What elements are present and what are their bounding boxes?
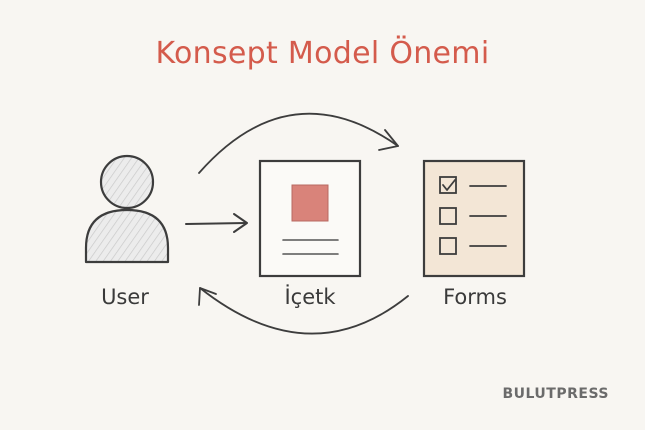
curved-arrow-top [198, 112, 399, 174]
checkbox-empty-icon [439, 207, 457, 225]
checkbox-empty-icon [439, 237, 457, 255]
content-document-icon [258, 159, 362, 278]
content-label: İçetk [284, 285, 336, 309]
checkbox-checked-icon [439, 176, 457, 194]
diagram-title: Konsept Model Önemi [155, 36, 490, 71]
forms-label: Forms [443, 285, 507, 309]
curved-arrow-bottom [198, 287, 409, 335]
user-icon [84, 154, 170, 264]
forms-checklist-icon [422, 159, 526, 278]
brand-wordmark: BULUTPRESS [502, 386, 609, 402]
arrow-user-to-content [185, 213, 248, 233]
user-label: User [101, 285, 149, 309]
